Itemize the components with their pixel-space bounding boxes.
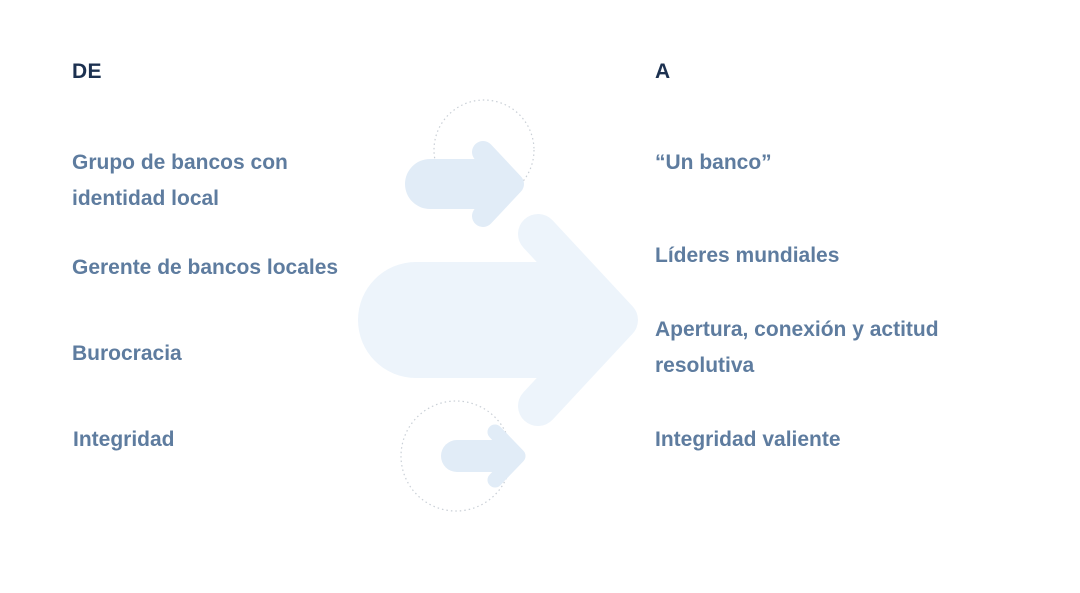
from-item: Burocracia (72, 342, 182, 365)
to-item: “Un banco” (655, 151, 772, 174)
to-item: Apertura, conexión y actitud resolutiva (655, 318, 939, 377)
from-item: Gerente de bancos locales (72, 256, 339, 279)
to-item: Líderes mundiales (655, 244, 840, 267)
small-arrow-bottom-icon (441, 424, 526, 488)
dotted-circle-top (433, 99, 535, 201)
from-item: Grupo de bancos con identidad local (72, 151, 288, 210)
large-arrow-icon (358, 214, 638, 426)
small-arrow-top-icon (405, 141, 524, 227)
from-item: Integridad (73, 428, 175, 451)
to-column-heading: A (655, 60, 671, 83)
to-item: Integridad valiente (655, 428, 841, 451)
from-column-heading: DE (72, 60, 102, 83)
